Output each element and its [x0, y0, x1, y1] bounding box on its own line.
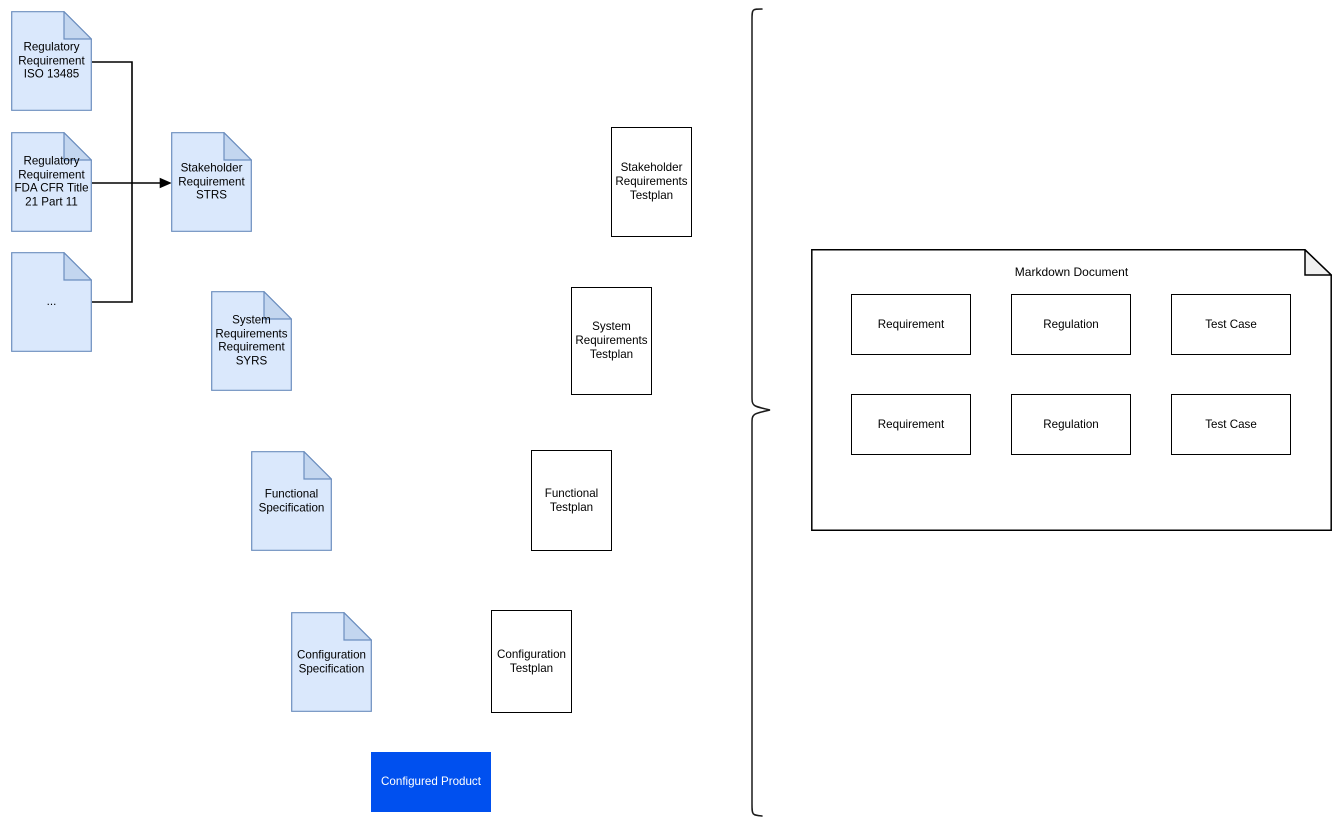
testplan-label: Functional Testplan [544, 486, 599, 514]
testplan-label: Configuration Testplan [497, 647, 566, 675]
document-stakeholder-requirement-strs[interactable]: Stakeholder Requirement STRS [171, 132, 252, 232]
markdown-cell-label: Test Case [1205, 418, 1257, 431]
document-shape-icon [11, 252, 92, 352]
document-system-requirements-syrs[interactable]: System Requirements Requirement SYRS [211, 291, 292, 391]
markdown-cell-label: Regulation [1043, 318, 1099, 331]
testplan-system-requirements[interactable]: System Requirements Testplan [571, 287, 652, 395]
markdown-cell-regulation[interactable]: Regulation [1011, 394, 1131, 455]
markdown-cell-regulation[interactable]: Regulation [1011, 294, 1131, 355]
markdown-cell-requirement[interactable]: Requirement [851, 294, 971, 355]
document-regulatory-requirement-iso[interactable]: Regulatory Requirement ISO 13485 [11, 11, 92, 111]
document-shape-icon [251, 451, 332, 551]
testplan-label: Stakeholder Requirements Testplan [615, 161, 688, 202]
document-shape-icon [171, 132, 252, 232]
markdown-cell-label: Test Case [1205, 318, 1257, 331]
arrow-head-icon [159, 177, 172, 189]
testplan-stakeholder-requirements[interactable]: Stakeholder Requirements Testplan [611, 127, 692, 237]
configured-product-box[interactable]: Configured Product [371, 752, 491, 812]
configured-product-label: Configured Product [381, 775, 481, 789]
document-functional-specification[interactable]: Functional Specification [251, 451, 332, 551]
connector-more-to-merge [92, 183, 133, 303]
markdown-document-shape-icon [811, 249, 1332, 531]
testplan-functional[interactable]: Functional Testplan [531, 450, 612, 551]
markdown-document-container[interactable]: Markdown Document Requirement Regulation… [811, 249, 1332, 531]
markdown-cell-test-case[interactable]: Test Case [1171, 294, 1291, 355]
document-shape-icon [11, 11, 92, 111]
document-regulatory-requirement-more[interactable]: ... [11, 252, 92, 352]
connector-iso-to-merge [92, 61, 133, 183]
markdown-cell-label: Regulation [1043, 418, 1099, 431]
document-configuration-specification[interactable]: Configuration Specification [291, 612, 372, 712]
markdown-cell-test-case[interactable]: Test Case [1171, 394, 1291, 455]
document-shape-icon [291, 612, 372, 712]
markdown-cell-label: Requirement [877, 418, 945, 431]
document-shape-icon [11, 132, 92, 232]
markdown-cell-label: Requirement [877, 318, 945, 331]
testplan-label: System Requirements Testplan [575, 320, 648, 361]
document-shape-icon [211, 291, 292, 391]
testplan-configuration[interactable]: Configuration Testplan [491, 610, 572, 713]
document-regulatory-requirement-fda[interactable]: Regulatory Requirement FDA CFR Title 21 … [11, 132, 92, 232]
markdown-cell-requirement[interactable]: Requirement [851, 394, 971, 455]
